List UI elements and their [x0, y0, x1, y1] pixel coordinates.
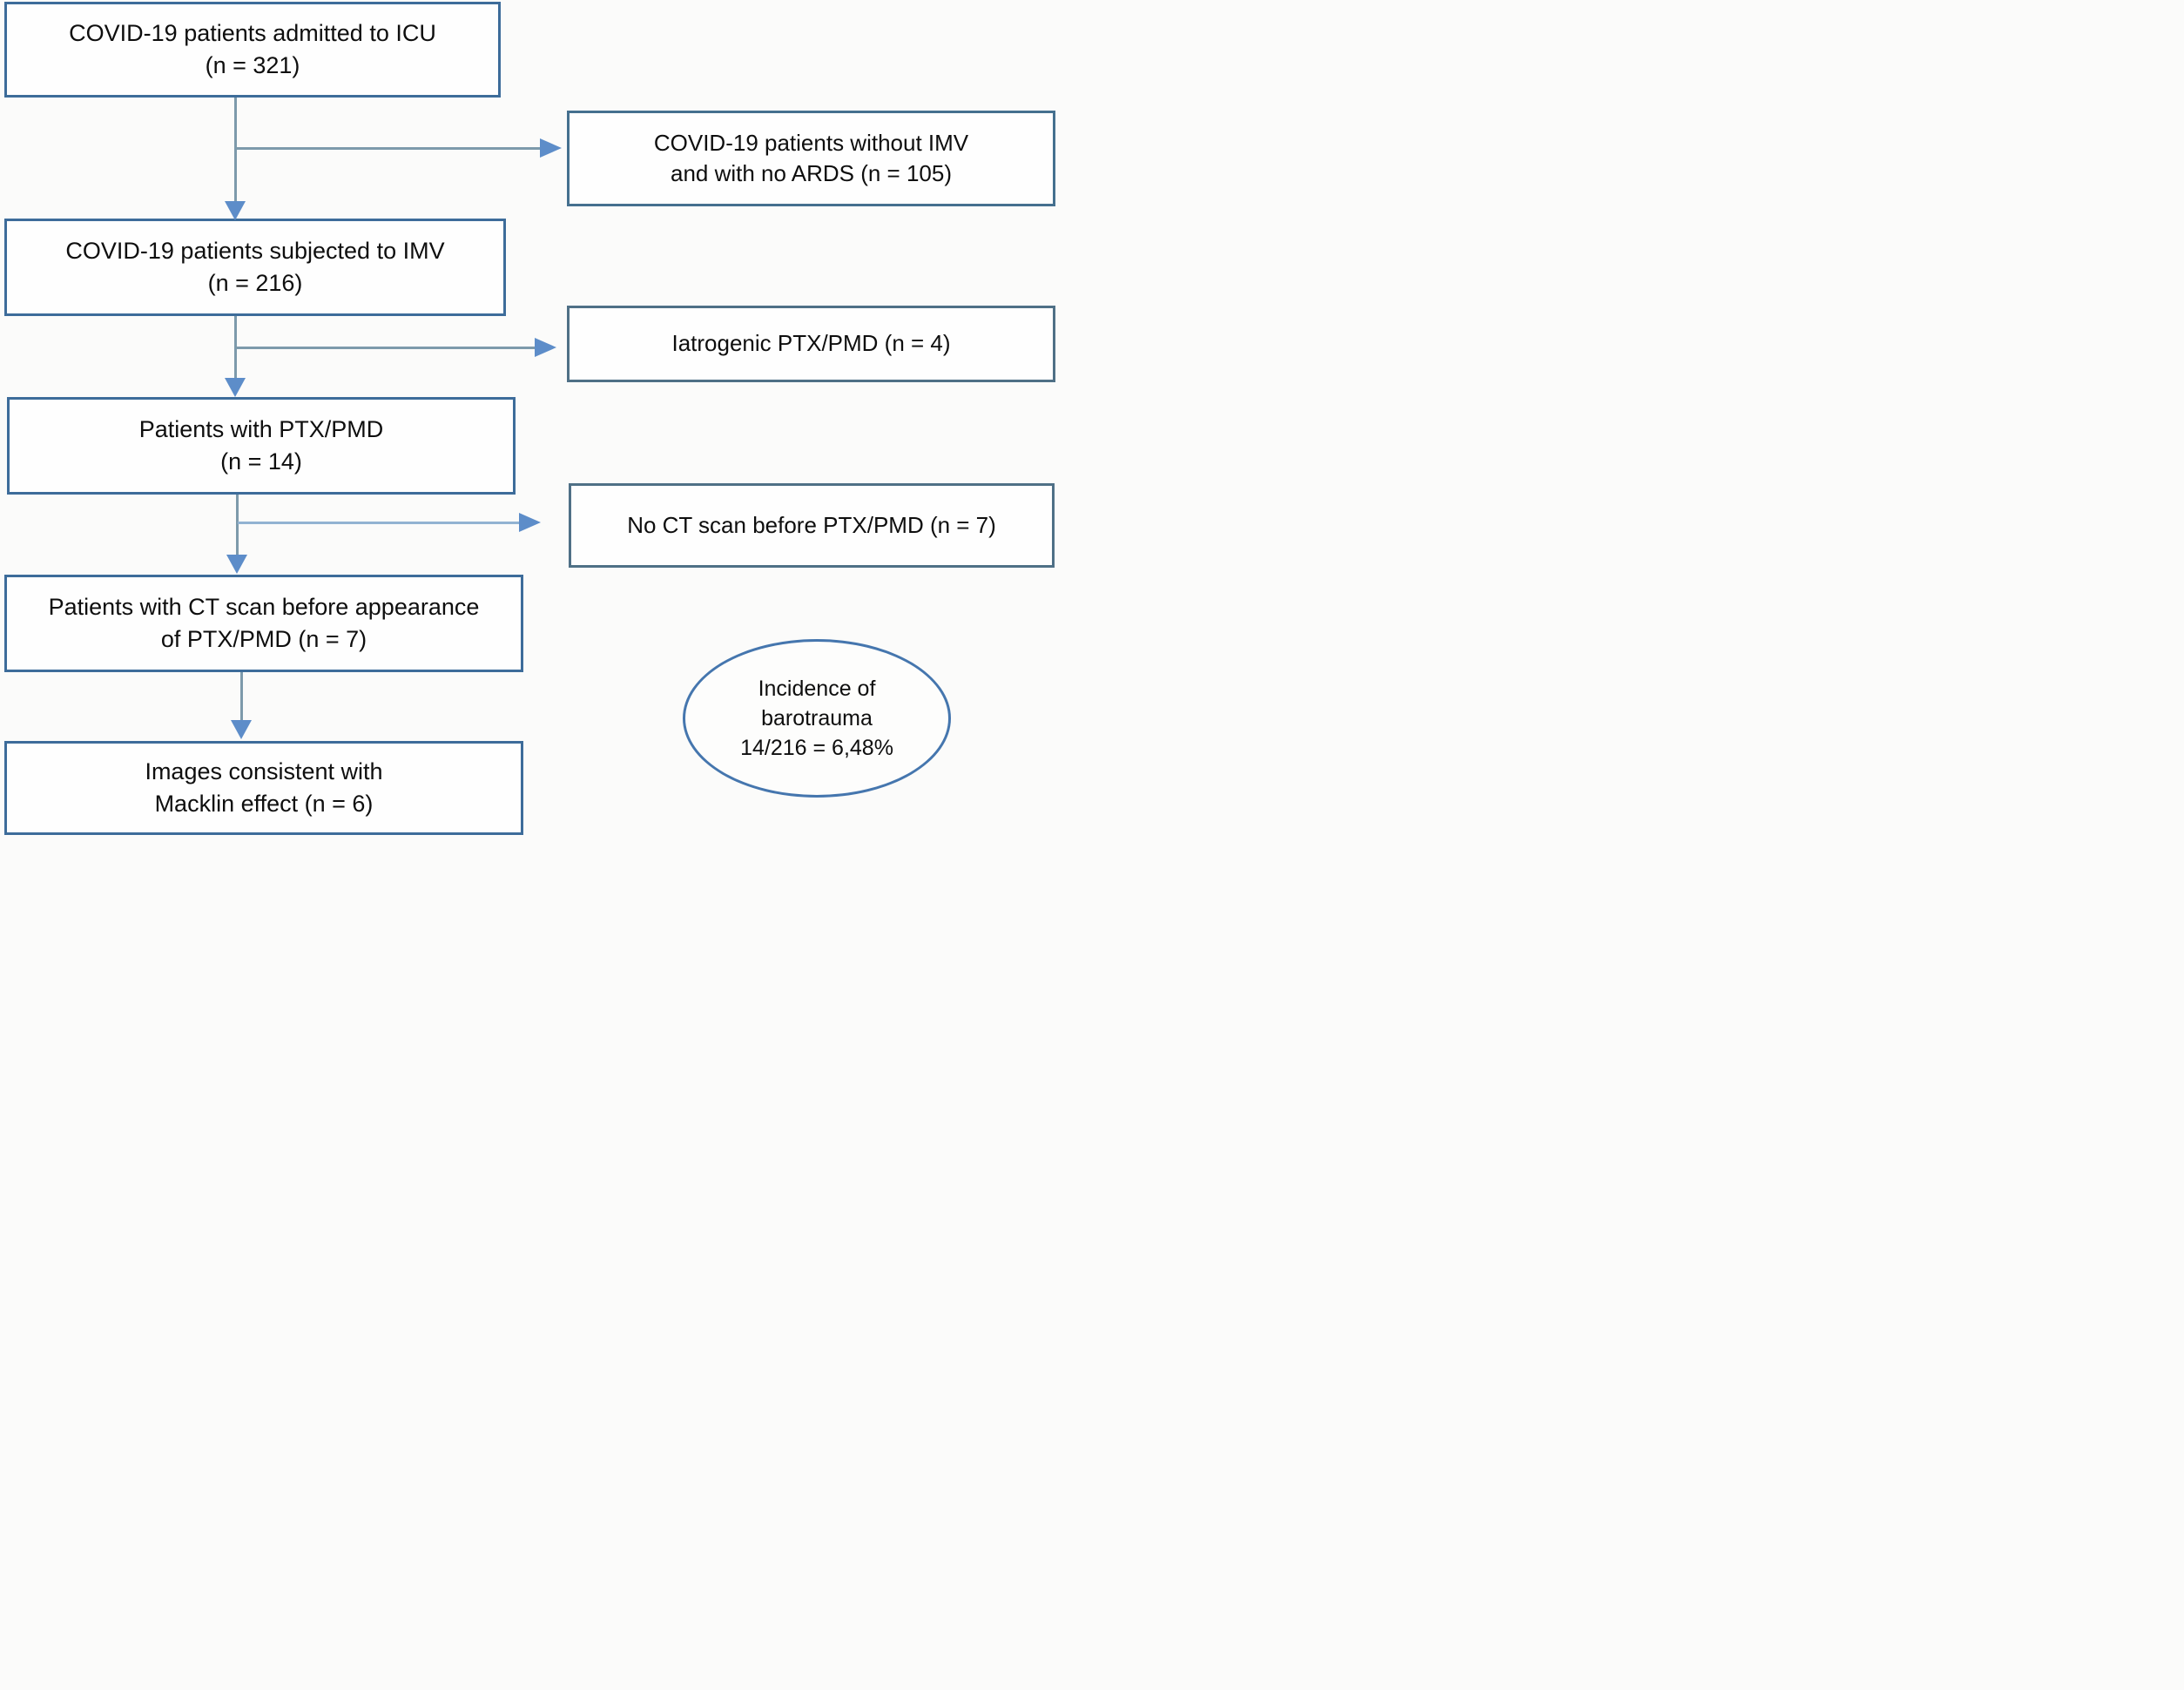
flow-box-ptx-pmd-line-1: Patients with PTX/PMD — [138, 415, 384, 442]
flow-box-macklin-effect-line-2: Macklin effect (n = 6) — [154, 791, 374, 817]
flow-box-ct-before-ptx: Patients with CT scan before appearance … — [4, 575, 523, 672]
flow-box-icu-admitted: COVID-19 patients admitted to ICU (n = 3… — [4, 2, 501, 98]
arrowhead-down-icon — [225, 378, 246, 397]
arrowhead-right-icon — [519, 513, 541, 532]
incidence-ellipse-line-3: 14/216 = 6,48% — [740, 736, 893, 760]
arrow-line-icu-to-imv — [234, 98, 237, 203]
flow-box-icu-admitted-line-2: (n = 321) — [205, 52, 300, 78]
patient-flow-diagram: COVID-19 patients admitted to ICU (n = 3… — [0, 0, 1092, 845]
arrowhead-right-icon — [540, 138, 562, 158]
exclusion-box-no-ct-scan-line-1: No CT scan before PTX/PMD (n = 7) — [627, 511, 996, 538]
flow-box-ct-before-ptx-line-1: Patients with CT scan before appearance — [48, 593, 480, 620]
branch-line-iatrogenic — [236, 347, 536, 349]
exclusion-box-iatrogenic-line-1: Iatrogenic PTX/PMD (n = 4) — [671, 330, 951, 357]
flow-box-subjected-imv-line-2: (n = 216) — [207, 270, 303, 296]
flow-box-macklin-effect-line-1: Images consistent with — [145, 757, 383, 784]
arrowhead-down-icon — [225, 201, 246, 220]
incidence-ellipse: Incidence of barotrauma 14/216 = 6,48% — [683, 639, 951, 798]
flow-box-ptx-pmd: Patients with PTX/PMD (n = 14) — [7, 397, 516, 495]
exclusion-box-no-imv-no-ards: COVID-19 patients without IMV and with n… — [567, 111, 1055, 206]
flow-box-macklin-effect: Images consistent with Macklin effect (n… — [4, 741, 523, 835]
incidence-ellipse-line-1: Incidence of — [758, 677, 876, 701]
flow-box-subjected-imv-line-1: COVID-19 patients subjected to IMV — [65, 237, 445, 264]
arrowhead-right-icon — [535, 338, 556, 357]
exclusion-box-no-imv-no-ards-line-2: and with no ARDS (n = 105) — [670, 160, 953, 186]
branch-line-no-ct — [238, 522, 520, 524]
arrowhead-down-icon — [226, 555, 247, 574]
arrow-line-ct-to-macklin — [240, 672, 243, 722]
incidence-ellipse-line-2: barotrauma — [761, 706, 873, 731]
arrow-line-imv-to-ptx — [234, 316, 237, 380]
exclusion-box-no-ct-scan: No CT scan before PTX/PMD (n = 7) — [569, 483, 1055, 568]
flow-box-ct-before-ptx-line-2: of PTX/PMD (n = 7) — [160, 626, 367, 652]
flow-box-subjected-imv: COVID-19 patients subjected to IMV (n = … — [4, 219, 506, 316]
flow-box-ptx-pmd-line-2: (n = 14) — [220, 448, 302, 475]
exclusion-box-no-imv-no-ards-line-1: COVID-19 patients without IMV — [653, 129, 969, 156]
branch-line-no-imv — [236, 147, 541, 150]
arrow-line-ptx-to-ct — [236, 495, 239, 556]
exclusion-box-iatrogenic: Iatrogenic PTX/PMD (n = 4) — [567, 306, 1055, 382]
flow-box-icu-admitted-line-1: COVID-19 patients admitted to ICU — [69, 19, 436, 46]
arrowhead-down-icon — [231, 720, 252, 739]
